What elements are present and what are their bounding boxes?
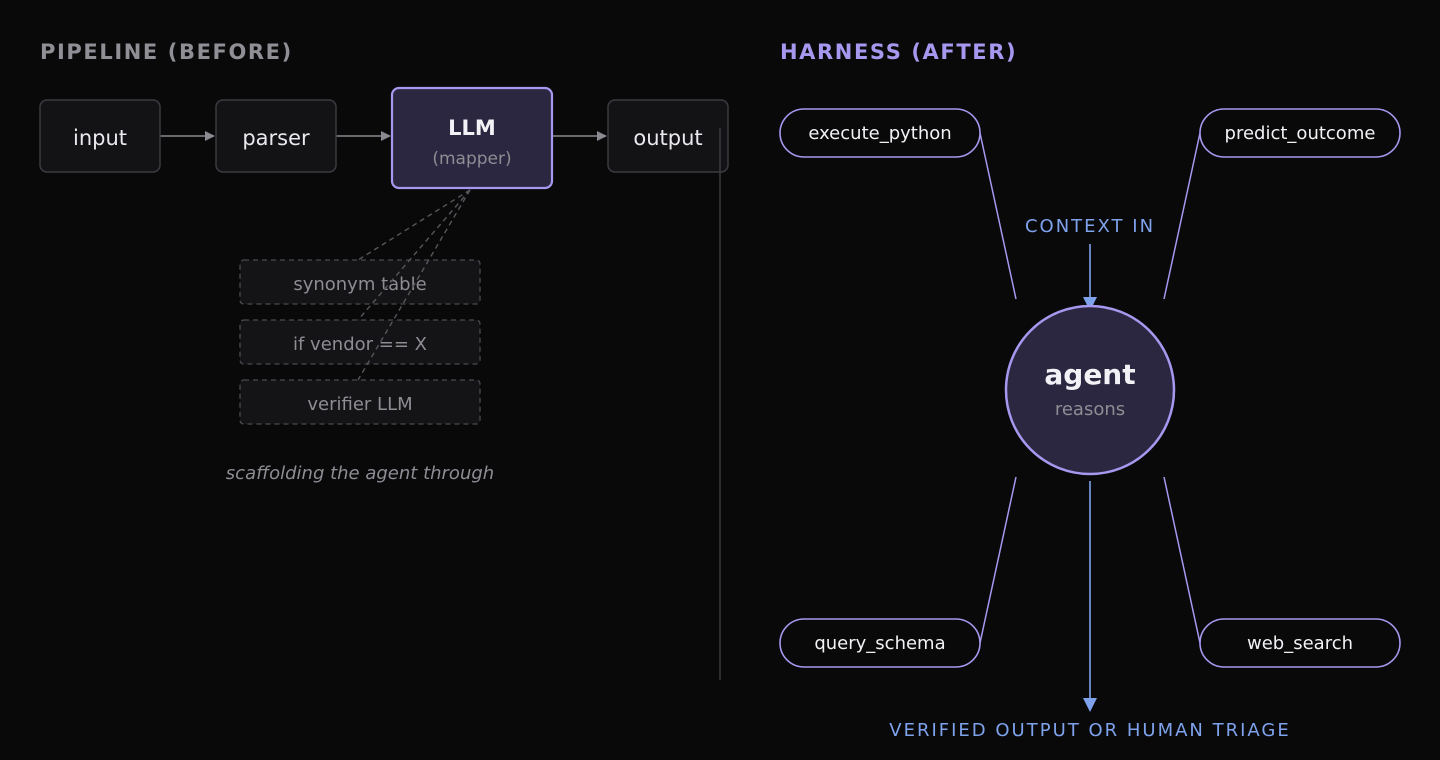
- tool-label: predict_outcome: [1225, 123, 1376, 144]
- pipeline-node-input-label: input: [73, 126, 127, 150]
- scaffold-box-synonym-table: synonym table: [239, 259, 481, 305]
- tool-edge-predict-outcome: [1163, 132, 1201, 300]
- verified-output-label: VERIFIED OUTPUT OR HUMAN TRIAGE: [889, 720, 1290, 741]
- scaffold-connector: [357, 189, 471, 261]
- pipeline-node-llm-label: LLM: [448, 116, 496, 140]
- context-in-label: CONTEXT IN: [1025, 216, 1155, 237]
- pipeline-node-input: input: [39, 99, 161, 173]
- scaffold-connector: [357, 189, 471, 321]
- tool-query-schema: query_schema: [779, 618, 981, 668]
- scaffold-label: synonym table: [293, 274, 426, 295]
- scaffold-box-vendor-check: if vendor == X: [239, 319, 481, 365]
- scaffold-connector: [357, 189, 471, 381]
- pipeline-caption: scaffolding the agent through: [226, 463, 494, 484]
- pipeline-node-llm: LLM (mapper): [390, 86, 554, 190]
- scaffold-label: verifier LLM: [307, 394, 412, 415]
- harness-title: HARNESS (AFTER): [780, 40, 1017, 64]
- tool-label: query_schema: [814, 633, 945, 654]
- agent-sublabel: reasons: [1055, 399, 1125, 420]
- agent-label: agent: [1044, 358, 1135, 391]
- tool-label: web_search: [1247, 633, 1353, 654]
- tool-predict-outcome: predict_outcome: [1199, 108, 1401, 158]
- pipeline-node-output-label: output: [633, 126, 702, 150]
- tool-edge-query-schema: [979, 476, 1017, 644]
- tool-web-search: web_search: [1199, 618, 1401, 668]
- tool-edge-execute-python: [979, 132, 1017, 300]
- scaffold-label: if vendor == X: [293, 334, 427, 355]
- pipeline-title: PIPELINE (BEFORE): [40, 40, 293, 64]
- tool-label: execute_python: [808, 123, 951, 144]
- tool-edge-web-search: [1163, 476, 1201, 644]
- pipeline-node-parser-label: parser: [242, 126, 310, 150]
- pipeline-node-llm-sublabel: (mapper): [432, 149, 511, 169]
- pipeline-node-output: output: [607, 99, 729, 173]
- pipeline-node-parser: parser: [215, 99, 337, 173]
- scaffold-box-verifier-llm: verifier LLM: [239, 379, 481, 425]
- tool-execute-python: execute_python: [779, 108, 981, 158]
- agent-node: agent reasons: [1004, 304, 1176, 476]
